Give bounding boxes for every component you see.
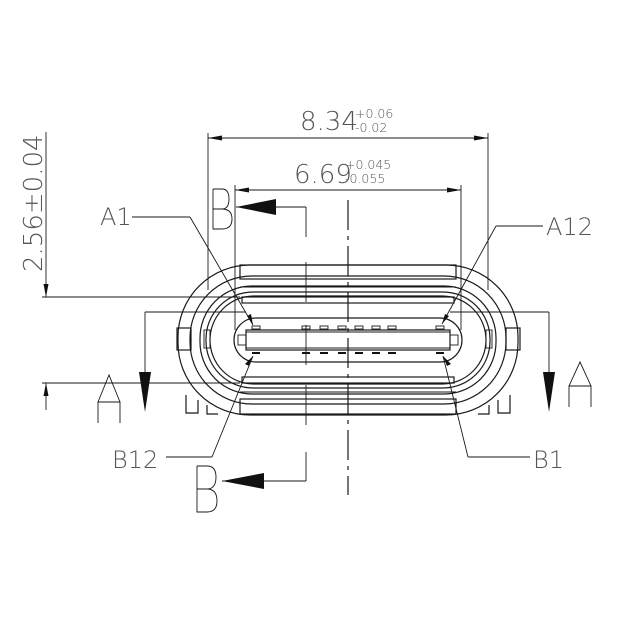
callout-a12: A12	[441, 213, 593, 325]
inner-width-value: 6.69	[294, 160, 352, 190]
pin-label-b1: B1	[533, 446, 564, 474]
section-a-left	[97, 311, 246, 423]
section-a-right	[450, 311, 592, 412]
callout-b12: B12	[112, 355, 254, 474]
inner-width-tol-plus: +0.045	[345, 157, 391, 172]
overall-width-tol-plus: +0.06	[355, 106, 393, 121]
inner-width-tol-minus: -0.055	[345, 171, 385, 186]
callout-b1: B1	[442, 355, 564, 474]
section-b-top	[212, 188, 307, 237]
contacts-bottom-row	[252, 352, 444, 354]
center-lines	[305, 200, 349, 495]
pin-label-a1: A1	[100, 203, 132, 231]
callout-a1: A1	[100, 203, 254, 326]
dimension-overall-width: 8.34 +0.06 -0.02	[207, 106, 489, 290]
pin-label-b12: B12	[112, 446, 158, 474]
connector-body	[176, 264, 521, 416]
overall-width-value: 8.34	[300, 107, 358, 137]
contacts-top-row	[251, 325, 445, 330]
dimension-inner-width: 6.69 +0.045 -0.055	[234, 157, 462, 330]
height-value: 2.56±0.04	[19, 134, 49, 272]
pin-label-a12: A12	[546, 213, 593, 241]
overall-width-tol-minus: -0.02	[355, 120, 387, 135]
section-b-bottom	[196, 452, 307, 513]
